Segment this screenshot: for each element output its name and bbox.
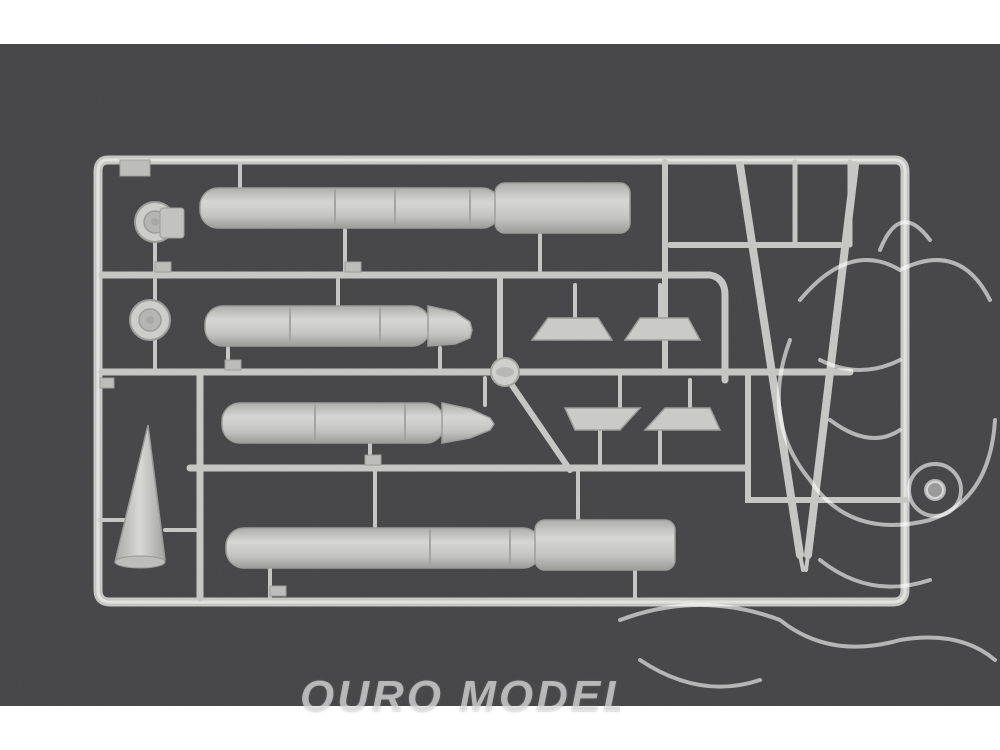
nozzle-disc-part-1 <box>134 201 185 243</box>
nozzle-disc-part-2 <box>129 299 171 341</box>
part-number-tabs <box>99 159 382 597</box>
rocket-tube-part-1 <box>199 182 631 234</box>
watermark-mascot-logo <box>618 220 997 689</box>
watermark-text: OURO MODEL <box>300 672 620 721</box>
nose-cone-part <box>114 424 166 569</box>
rocket-tube-part-2 <box>204 305 473 347</box>
rocket-tube-part-3 <box>221 402 495 444</box>
bracket-parts <box>530 317 722 431</box>
rocket-tube-part-4 <box>225 519 676 571</box>
